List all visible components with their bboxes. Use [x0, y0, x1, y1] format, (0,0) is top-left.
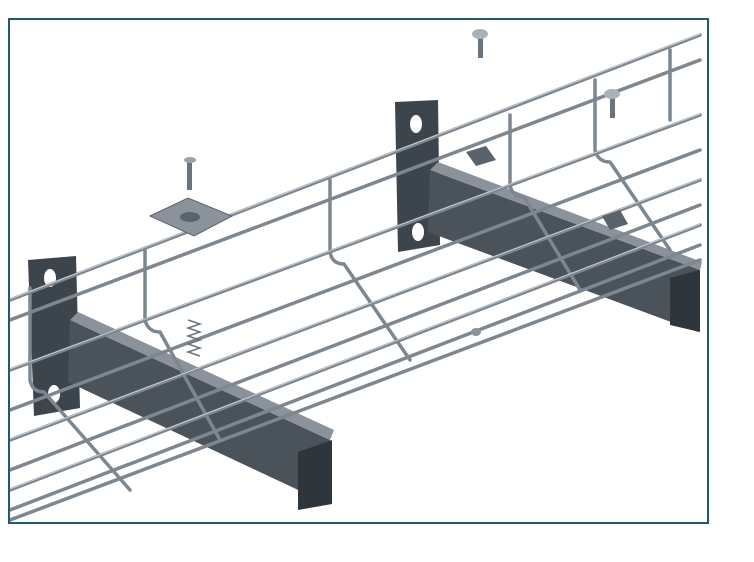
cable-tray-illustration — [10, 29, 702, 522]
wire-highlights — [10, 33, 701, 490]
fasteners — [148, 29, 628, 357]
illustration-frame — [8, 18, 709, 524]
front-support-bracket — [28, 256, 334, 510]
wire-mesh-tray — [10, 33, 702, 522]
